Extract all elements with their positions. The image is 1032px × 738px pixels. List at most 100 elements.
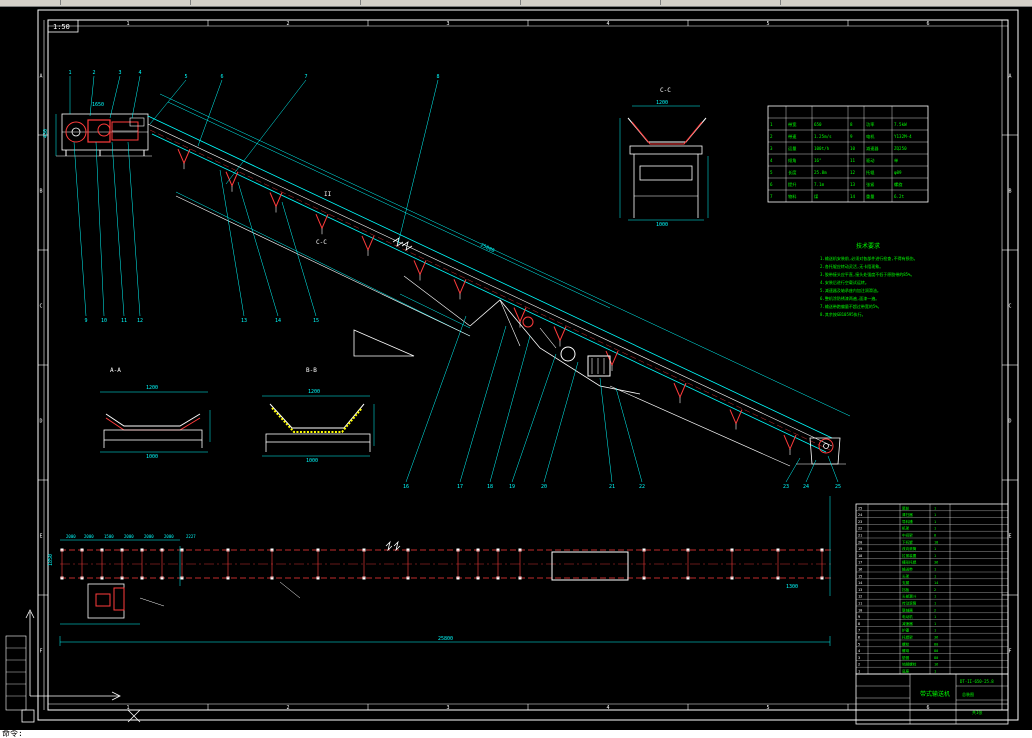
command-prompt: 命令: <box>2 729 23 738</box>
bom-item-no: 23 <box>858 520 862 524</box>
break-mark <box>401 241 413 251</box>
bom-item-qty: 1 <box>934 506 936 510</box>
part-balloon: 15 <box>313 318 319 324</box>
bom-item-qty: 36 <box>934 636 938 640</box>
bend-pulley <box>522 316 534 328</box>
section-title: C-C <box>660 87 671 94</box>
reducer <box>87 119 111 143</box>
section-c-c[interactable]: C-C 1200 1000 <box>619 87 709 228</box>
param-cell: 物料 <box>788 193 797 200</box>
bom-item-no: 15 <box>858 574 862 578</box>
takeup-unit[interactable] <box>469 299 641 395</box>
bom-item-name: 托辊架 <box>902 635 913 640</box>
param-cell: 单 <box>894 157 898 164</box>
head-pulley <box>65 121 87 143</box>
motor-terminal <box>129 117 145 127</box>
plan-drive-base <box>87 583 125 619</box>
balloon-leader <box>73 141 87 317</box>
bom-item-qty: 1 <box>934 513 936 517</box>
bom-item-no: 25 <box>858 506 862 510</box>
deep-trough-hatch <box>271 407 363 433</box>
bom-item-name: 垫圈 <box>902 655 910 660</box>
conveyor-elevation[interactable]: 1650 430 25800 II C-C <box>43 93 851 467</box>
section-width-dim: 1200 <box>146 385 158 391</box>
bom-item-no: 18 <box>858 554 862 558</box>
param-cell: 带速 <box>788 134 797 140</box>
bom-item-no: 3 <box>858 656 860 660</box>
param-cell: 7 <box>770 194 773 199</box>
param-cell: 16° <box>814 158 822 163</box>
bom-item-qty: 1 <box>934 568 936 572</box>
param-cell: 带宽 <box>788 121 797 128</box>
balloon-leader <box>543 361 579 483</box>
note-line: 4.安装后进行空载试运转。 <box>820 279 869 285</box>
param-cell: 6.2t <box>894 194 905 199</box>
bom-item-qty: 1 <box>934 615 936 619</box>
bom-item-name: 头部漏斗 <box>902 594 917 599</box>
scale-tag-box <box>47 19 79 33</box>
toolbar-segment[interactable] <box>660 0 781 5</box>
plan-segment-dim: 2000 <box>124 534 134 539</box>
note-line: 6.整机涂防锈漆两遍,面漆一遍。 <box>820 295 879 301</box>
part-balloon: 24 <box>803 484 809 490</box>
toolbar-segment[interactable] <box>360 0 521 5</box>
row-marker: B <box>39 189 42 195</box>
command-line[interactable]: 命令: <box>0 730 1032 738</box>
part-balloon: 17 <box>457 484 463 490</box>
bom-item-name: 头架 <box>902 573 910 578</box>
support-legs <box>175 148 797 467</box>
drive-unit[interactable] <box>55 113 152 157</box>
note-line: 3.胶带接头应平直,接头处强度不低于原胶带的85%。 <box>820 271 914 277</box>
plan-segment-dim: 2000 <box>66 534 76 539</box>
section-frame-beam <box>265 433 371 443</box>
part-balloon: 20 <box>541 484 547 490</box>
bom-item-qty: 1 <box>934 602 936 606</box>
column-marker: 4 <box>606 705 609 711</box>
toolbar-segment[interactable] <box>190 0 361 5</box>
slope-indicator <box>353 329 415 357</box>
tail-pulley <box>818 438 834 454</box>
bom-item-qty: 1 <box>934 547 936 551</box>
bom-item-name: 机架 <box>902 526 910 531</box>
bom-item-name: 导料槽 <box>902 519 913 524</box>
toolbar-segment[interactable] <box>0 0 61 5</box>
bom-item-name: 螺母 <box>902 648 910 653</box>
bom-item-qty: 80 <box>934 642 938 646</box>
column-marker: 6 <box>926 21 929 27</box>
part-balloon: 6 <box>220 74 223 80</box>
column-marker: 2 <box>286 21 289 27</box>
bom-item-name: 底座 <box>902 669 910 674</box>
belt-length-dim: 25800 <box>479 242 495 254</box>
support-strut <box>403 275 471 327</box>
column-marker: 3 <box>446 705 449 711</box>
note-line: 1.输送机安装前,必须对各部件进行检查,不得有损伤。 <box>820 255 918 261</box>
section-b-b[interactable]: B-B 1200 1000 <box>262 367 375 464</box>
bom-item-qty: 80 <box>934 656 938 660</box>
balloon-leader <box>785 457 801 483</box>
column-marker: 6 <box>926 705 929 711</box>
tail-shaft <box>823 443 829 449</box>
toolbar-segment[interactable] <box>520 0 661 5</box>
title-block-frame <box>855 673 1009 725</box>
belt-upper-edge <box>147 123 833 447</box>
param-cell: 8 <box>850 122 853 127</box>
bom-item-name: 清扫器 <box>902 512 913 517</box>
note-line: 8.其余按GB10595执行。 <box>820 311 866 317</box>
part-balloon: 5 <box>184 74 187 80</box>
bom-item-no: 17 <box>858 561 862 565</box>
tail-unit[interactable] <box>796 437 846 465</box>
bom-item-qty: 1 <box>934 527 936 531</box>
bom-item-qty: 1 <box>934 670 936 674</box>
overall-length-dim <box>159 93 851 417</box>
ucs-icon[interactable] <box>21 609 141 723</box>
plan-segment-dim: 2227 <box>186 534 196 539</box>
toolbar-segment[interactable] <box>60 0 191 5</box>
section-a-a[interactable]: A-A 1200 1000 <box>100 367 211 460</box>
lower-length-dim <box>175 191 471 337</box>
row-marker: A <box>39 74 42 80</box>
support-strut <box>175 195 471 337</box>
balloon-leader <box>397 79 439 245</box>
